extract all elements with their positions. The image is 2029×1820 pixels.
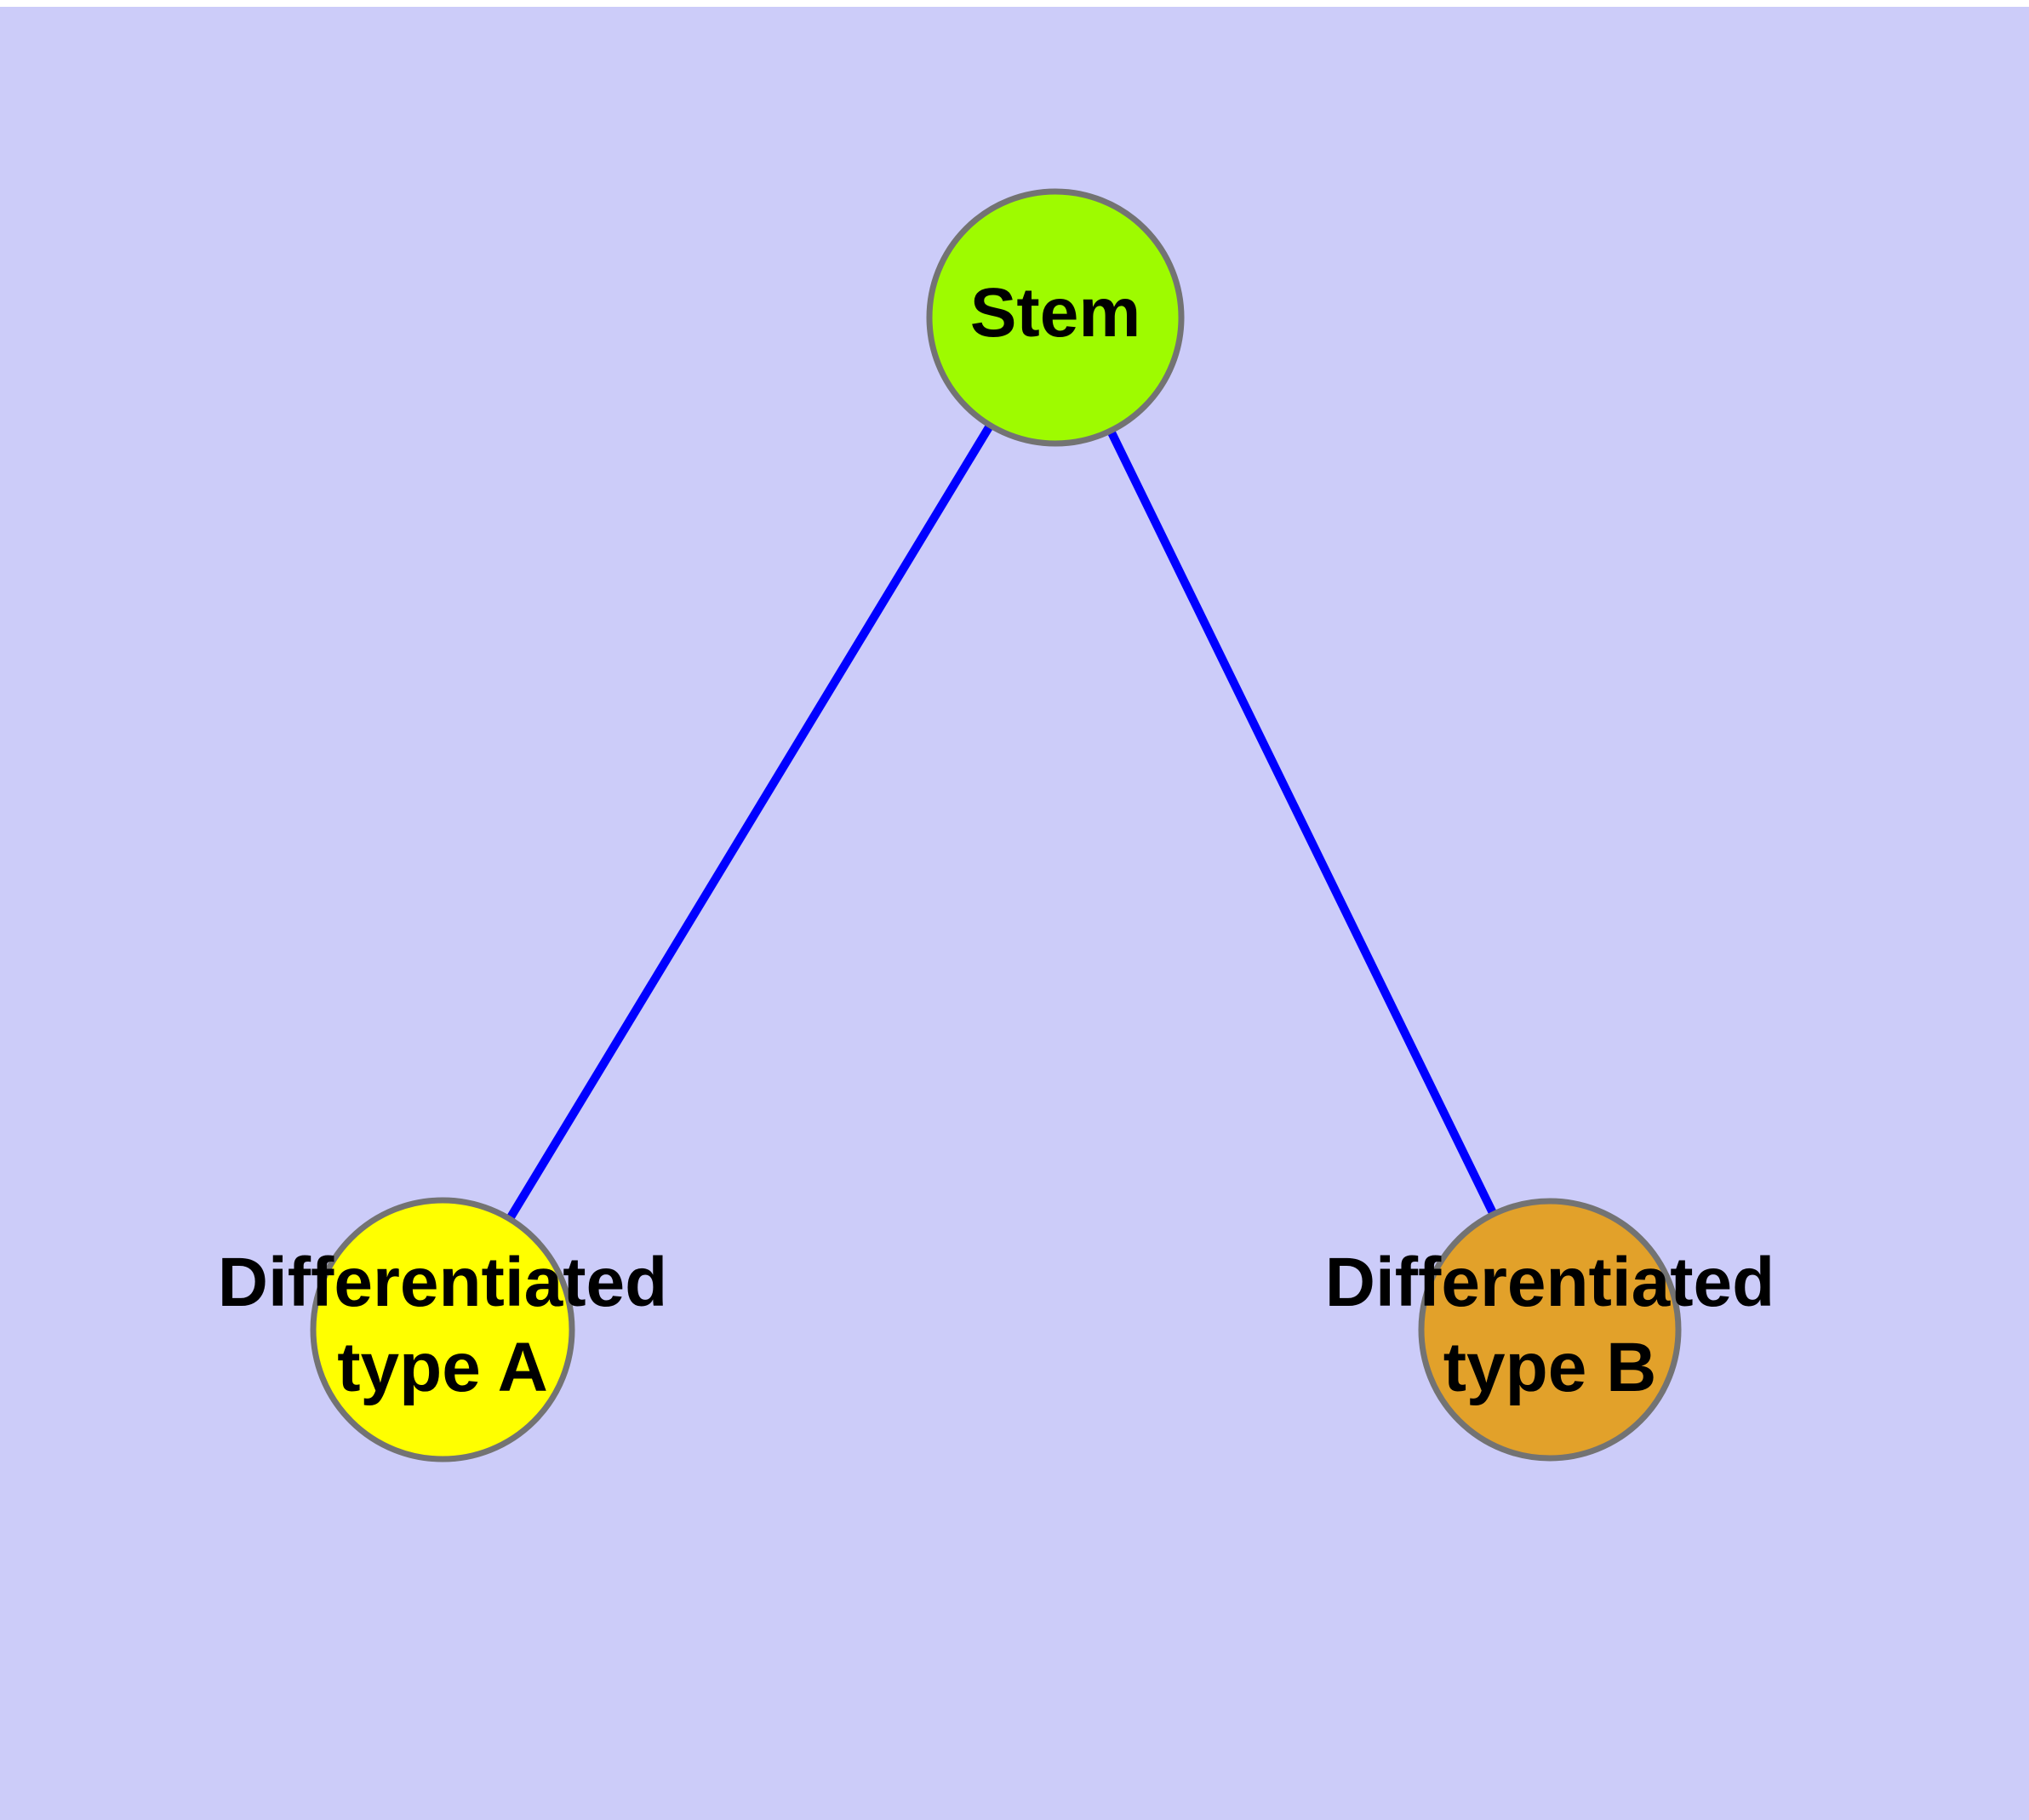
node-label-line: type B xyxy=(1443,1329,1657,1406)
edge-stem-diff-a[interactable] xyxy=(505,421,995,1223)
node-label-line: Stem xyxy=(970,274,1141,352)
node-label-line: Differentiated xyxy=(218,1244,668,1321)
edge-stem-diff-b[interactable] xyxy=(1106,426,1499,1218)
nodes-layer xyxy=(310,188,1682,1462)
node-label-line: type A xyxy=(337,1329,548,1406)
node-label-diff_b: Differentiated type B xyxy=(1325,1244,1775,1406)
node-label-line: Differentiated xyxy=(1325,1244,1775,1321)
node-diff_b[interactable] xyxy=(1418,1198,1682,1462)
node-label-diff_a: Differentiated type A xyxy=(218,1244,668,1406)
edges-layer xyxy=(505,421,1499,1223)
node-label-stem: Stem xyxy=(970,274,1141,352)
node-stem[interactable] xyxy=(926,188,1185,447)
node-diff_a[interactable] xyxy=(310,1197,575,1462)
